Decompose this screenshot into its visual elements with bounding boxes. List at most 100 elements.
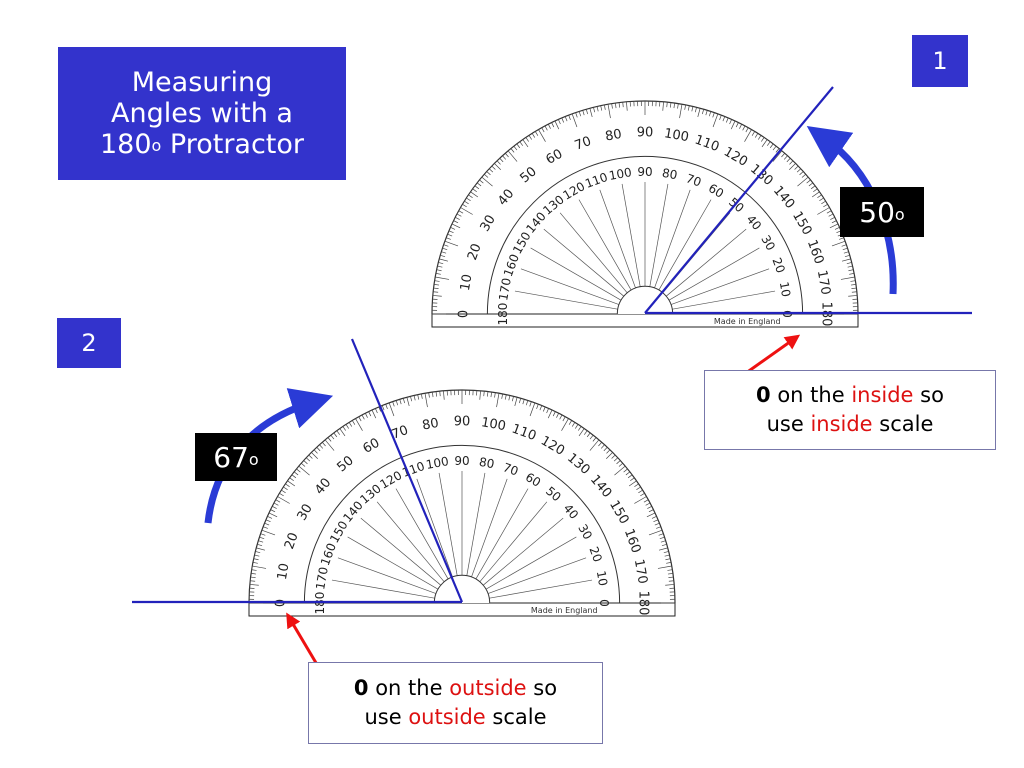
- protractor-tick: [561, 117, 565, 123]
- protractor-scale-arc: [303, 444, 621, 604]
- protractor-tick: [575, 112, 578, 118]
- protractor-tick: [534, 131, 539, 136]
- protractor-tick: [381, 405, 385, 411]
- protractor-radial-line: [466, 472, 486, 576]
- outer-scale-label: 150: [789, 209, 814, 238]
- protractor-tick: [455, 216, 460, 220]
- outer-scale-label: 110: [510, 422, 538, 445]
- protractor-tick: [547, 124, 551, 129]
- protractor-tick: [603, 446, 608, 452]
- inner-scale-label: 20: [769, 256, 787, 275]
- protractor-tick: [435, 273, 441, 275]
- protractor-tick: [510, 148, 515, 153]
- protractor-tick: [260, 533, 266, 536]
- title-line-1: Measuring: [131, 67, 273, 98]
- protractor-tick: [399, 399, 402, 405]
- protractor-radial-line: [331, 579, 435, 599]
- protractor-tick: [433, 291, 439, 293]
- protractor-tick: [654, 522, 660, 526]
- protractor-tick: [744, 129, 752, 142]
- protractor-tick: [611, 454, 616, 459]
- protractor-tick: [491, 165, 496, 170]
- protractor-tick: [351, 420, 356, 425]
- protractor-radial-line: [520, 268, 620, 305]
- protractor-tick: [600, 444, 605, 449]
- protractor-tick: [729, 119, 732, 125]
- protractor-tick: [264, 522, 270, 526]
- protractor-tick: [754, 133, 759, 138]
- protractor-tick: [270, 509, 276, 513]
- protractor-tick: [434, 284, 440, 286]
- protractor-tick: [667, 573, 673, 575]
- protractor-tick: [481, 176, 493, 187]
- protractor-tick: [607, 104, 611, 119]
- protractor-tick: [616, 460, 621, 465]
- protractor-tick: [828, 213, 834, 217]
- protractor-tick: [435, 391, 437, 397]
- protractor-tick: [742, 125, 746, 131]
- protractor-center-arc: [616, 285, 674, 315]
- protractor-tick: [324, 439, 335, 451]
- inner-scale-label: 160: [318, 541, 339, 567]
- protractor-tick: [298, 465, 310, 476]
- protractor-tick: [441, 251, 447, 254]
- protractor-tick: [453, 220, 459, 224]
- protractor-tick: [287, 480, 296, 487]
- protractor-tick: [424, 393, 428, 408]
- protractor-tick: [850, 280, 856, 282]
- outer-scale-label: 90: [454, 414, 471, 429]
- protractor-tick: [842, 247, 848, 251]
- protractor-tick: [516, 143, 521, 149]
- protractor-tick: [388, 402, 395, 417]
- inner-scale-label: 50: [543, 484, 564, 505]
- protractor-tick: [568, 420, 573, 425]
- protractor-tick: [502, 155, 507, 160]
- protractor-2: 0180101702016030150401405013060120701108…: [248, 389, 676, 617]
- inner-scale-label: 110: [583, 170, 609, 191]
- protractor-tick: [252, 565, 267, 569]
- protractor-tick: [417, 394, 420, 400]
- protractor-tick: [518, 398, 522, 404]
- inner-scale-label: 10: [777, 281, 793, 298]
- protractor-tick: [273, 502, 279, 506]
- protractor-radial-line: [559, 212, 628, 294]
- protractor-tick: [256, 547, 266, 551]
- protractor-tick: [378, 406, 382, 412]
- protractor-tick: [583, 430, 588, 435]
- protractor-tick: [519, 141, 524, 146]
- protractor-tick: [571, 113, 578, 128]
- protractor-radial-line: [360, 517, 442, 586]
- protractor-tick: [261, 529, 276, 536]
- protractor-radial-line: [672, 290, 776, 310]
- protractor-tick: [811, 191, 820, 198]
- protractor-tick: [839, 237, 844, 240]
- protractor-tick: [775, 148, 780, 153]
- protractor-tick: [846, 262, 852, 265]
- protractor-tick: [342, 426, 346, 431]
- protractor-tick: [712, 112, 715, 118]
- protractor-tick: [636, 486, 641, 491]
- protractor-tick: [529, 402, 536, 417]
- protractor-tick: [483, 391, 485, 397]
- protractor-radial-line: [599, 189, 636, 289]
- protractor-tick: [406, 397, 410, 407]
- protractor-tick: [296, 468, 301, 473]
- inner-scale-label: 120: [561, 179, 588, 203]
- title-line-2: Angles with a: [111, 98, 293, 129]
- protractor-tick: [528, 135, 533, 140]
- protractor-tick: [447, 233, 453, 237]
- protractor-tick: [437, 265, 443, 268]
- protractor-tick: [439, 391, 441, 397]
- protractor-tick: [614, 465, 626, 476]
- protractor-tick: [293, 471, 299, 476]
- protractor-tick: [564, 116, 568, 122]
- outer-scale-label: 0: [456, 310, 471, 318]
- protractor-tick: [848, 295, 858, 297]
- protractor-tick: [831, 240, 846, 247]
- example-number-1: 1: [912, 35, 968, 87]
- outer-scale-label: 170: [814, 269, 833, 296]
- title-line-3: 180o Protractor: [99, 129, 305, 160]
- protractor-tick: [392, 401, 395, 407]
- protractor-tick: [259, 536, 265, 540]
